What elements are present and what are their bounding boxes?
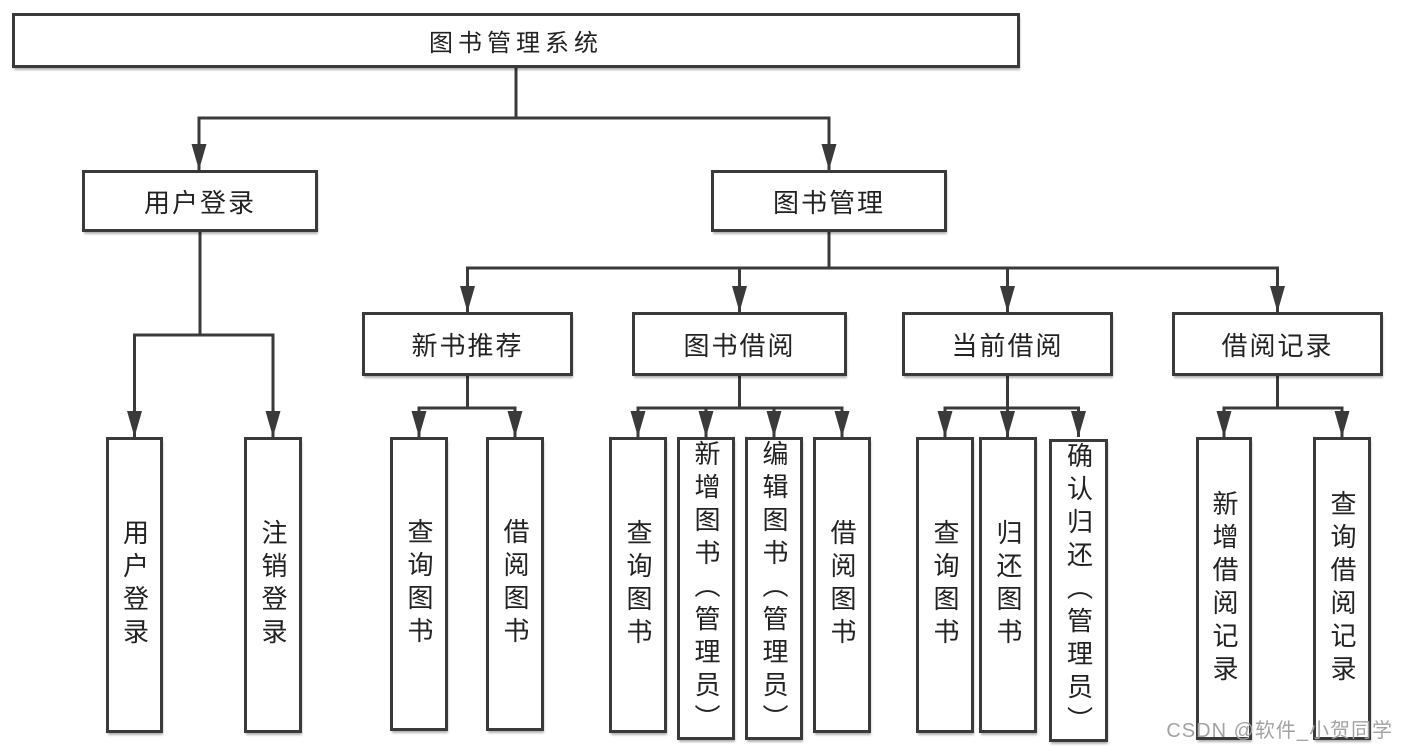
leaf-query-book-recommend: 查询图书 bbox=[390, 437, 448, 731]
leaf-confirm-return-admin-label: 确认归还（管理员） bbox=[1063, 442, 1094, 739]
node-borrowing-records: 借阅记录 bbox=[1172, 312, 1383, 376]
leaf-query-borrow-record-label: 查询借阅记录 bbox=[1327, 489, 1357, 688]
node-user-login-group-label: 用户登录 bbox=[143, 187, 256, 218]
branch-root-split bbox=[197, 116, 831, 170]
branch-user-login-split bbox=[133, 333, 275, 437]
csdn-watermark: CSDN @软件_小贺同学 bbox=[1166, 720, 1393, 742]
leaf-borrow-book-borrowing-label: 借阅图书 bbox=[827, 519, 857, 651]
node-borrowing-records-label: 借阅记录 bbox=[1221, 330, 1334, 361]
node-new-book-recommend-label: 新书推荐 bbox=[411, 330, 524, 361]
leaf-borrow-book-borrowing: 借阅图书 bbox=[813, 437, 871, 733]
leaf-return-book-label: 归还图书 bbox=[993, 519, 1023, 651]
leaf-add-book-admin-label: 新增图书（管理员） bbox=[691, 440, 721, 737]
leaf-query-book-borrowing: 查询图书 bbox=[609, 437, 667, 733]
leaf-return-book: 归还图书 bbox=[979, 437, 1037, 733]
leaf-borrow-book-recommend-label: 借阅图书 bbox=[500, 518, 530, 650]
node-current-borrowing-label: 当前借阅 bbox=[951, 330, 1064, 361]
leaf-user-login: 用户登录 bbox=[106, 437, 163, 733]
leaf-add-borrow-record: 新增借阅记录 bbox=[1196, 437, 1252, 740]
leaf-edit-book-admin-label: 编辑图书（管理员） bbox=[759, 440, 789, 737]
leaf-user-login-label: 用户登录 bbox=[119, 519, 150, 651]
arrowheads bbox=[127, 144, 1350, 437]
node-root-label: 图书管理系统 bbox=[429, 30, 603, 57]
leaf-query-book-current: 查询图书 bbox=[916, 437, 974, 733]
leaf-add-borrow-record-label: 新增借阅记录 bbox=[1209, 489, 1239, 688]
leaf-confirm-return-admin: 确认归还（管理员） bbox=[1049, 439, 1108, 742]
leaf-query-book-recommend-label: 查询图书 bbox=[404, 518, 434, 650]
leaf-add-book-admin: 新增图书（管理员） bbox=[677, 437, 735, 740]
node-book-borrowing-label: 图书借阅 bbox=[683, 330, 796, 361]
node-user-login-group: 用户登录 bbox=[82, 170, 318, 232]
leaf-logout-label: 注销登录 bbox=[258, 519, 288, 651]
leaf-query-borrow-record: 查询借阅记录 bbox=[1313, 437, 1371, 740]
node-current-borrowing: 当前借阅 bbox=[902, 312, 1113, 376]
node-book-management-label: 图书管理 bbox=[772, 187, 885, 218]
node-root: 图书管理系统 bbox=[12, 13, 1020, 68]
node-book-borrowing: 图书借阅 bbox=[632, 312, 847, 376]
leaf-query-book-borrowing-label: 查询图书 bbox=[623, 519, 653, 651]
leaf-query-book-current-label: 查询图书 bbox=[930, 519, 960, 651]
node-book-management: 图书管理 bbox=[711, 170, 947, 232]
branch-book-management-split bbox=[466, 266, 1279, 312]
leaf-edit-book-admin: 编辑图书（管理员） bbox=[745, 437, 803, 740]
leaf-logout: 注销登录 bbox=[244, 437, 302, 733]
leaf-borrow-book-recommend: 借阅图书 bbox=[486, 437, 544, 731]
node-new-book-recommend: 新书推荐 bbox=[362, 312, 573, 376]
